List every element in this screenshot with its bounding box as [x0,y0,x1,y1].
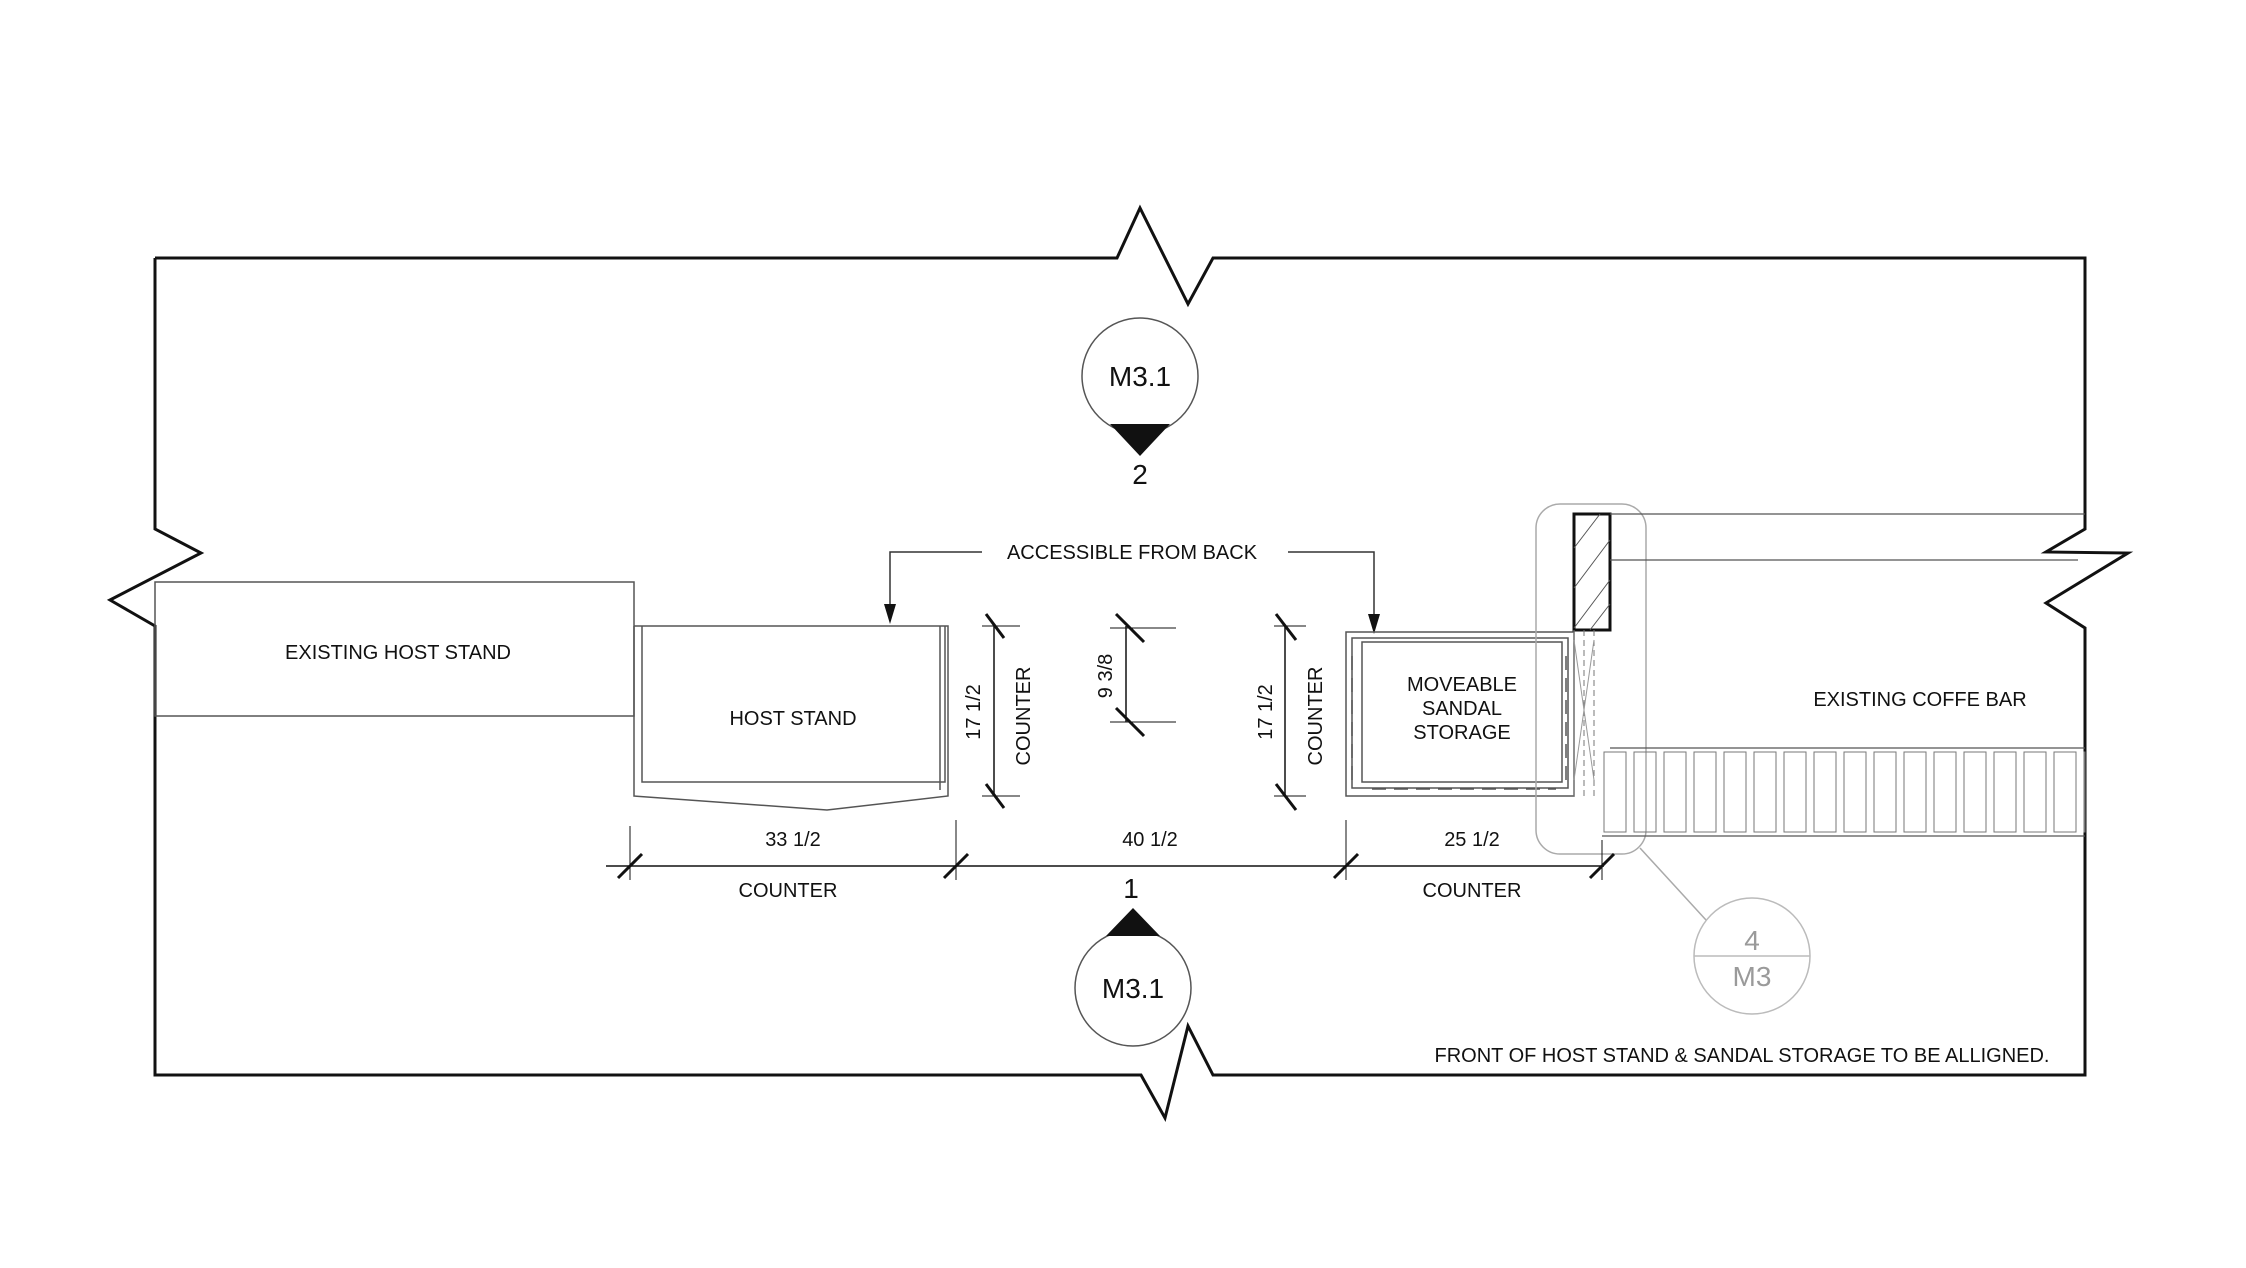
host-stand-label: HOST STAND [729,708,856,730]
detail-number: 4 [1744,925,1760,956]
accessible-from-back-leader [884,551,1380,634]
depth-right-label: 17 1/2 [1255,684,1277,740]
coffee-bar-slat [1813,751,1837,833]
existing-coffee-bar-label: EXISTING COFFE BAR [1813,689,2026,711]
section-bottom-number: 1 [1123,873,1139,904]
moveable-label-line-3: STORAGE [1413,722,1510,744]
coffee-bar-slat [2083,751,2086,833]
alignment-note: FRONT OF HOST STAND & SANDAL STORAGE TO … [1435,1045,2050,1067]
width-dimension-string [606,820,1616,880]
coffee-bar-slat [1963,751,1987,833]
coffee-bar-slat [1783,751,1807,833]
coffee-bar-slat [1993,751,2017,833]
existing-coffee-bar [1602,513,2085,837]
host-stand [633,625,949,811]
coffee-bar-slat [1603,751,1627,833]
section-top-number: 2 [1132,459,1148,490]
depth-center-label: 9 3/8 [1095,654,1117,698]
coffee-bar-slat [1663,751,1687,833]
coffee-bar-slat [1723,751,1747,833]
existing-host-stand-label: EXISTING HOST STAND [285,642,511,664]
depth-left-label: 17 1/2 [963,684,985,740]
coffee-bar-slat [2023,751,2047,833]
coffee-bar-slat [1843,751,1867,833]
accessible-from-back-label: ACCESSIBLE FROM BACK [1007,542,1258,564]
counter-right-label: COUNTER [1305,667,1327,766]
coffee-bar-slat [1873,751,1897,833]
detail-marker [1693,897,1811,1015]
coffee-bar-slat [1753,751,1777,833]
counter-left-label: COUNTER [1013,667,1035,766]
detail-callout-outline [1535,503,1707,921]
structural-column [1572,512,1612,796]
gap-width-label: 40 1/2 [1122,829,1178,851]
detail-sheet: M3 [1733,961,1772,992]
coffee-bar-slats [1603,751,2086,833]
coffee-bar-slat [1933,751,1957,833]
section-marker-bottom [1074,908,1192,1047]
depth-dimension-right [1274,613,1306,811]
moveable-label-line-2: SANDAL [1422,698,1502,720]
depth-dimension-center [1110,612,1176,738]
moveable-label-line-1: MOVEABLE [1407,674,1517,696]
coffee-bar-slat [1903,751,1927,833]
coffee-bar-slat [1693,751,1717,833]
counter-host-label: COUNTER [739,880,838,902]
depth-dimension-left [982,613,1020,809]
sandal-width-label: 25 1/2 [1444,829,1500,851]
coffee-bar-slat [2053,751,2077,833]
section-marker-top [1081,317,1199,456]
plan-boundary [106,204,2134,1123]
host-width-label: 33 1/2 [765,829,821,851]
coffee-bar-slat [1633,751,1657,833]
section-top-sheet: M3.1 [1109,361,1171,392]
counter-sandal-label: COUNTER [1423,880,1522,902]
section-bottom-sheet: M3.1 [1102,973,1164,1004]
